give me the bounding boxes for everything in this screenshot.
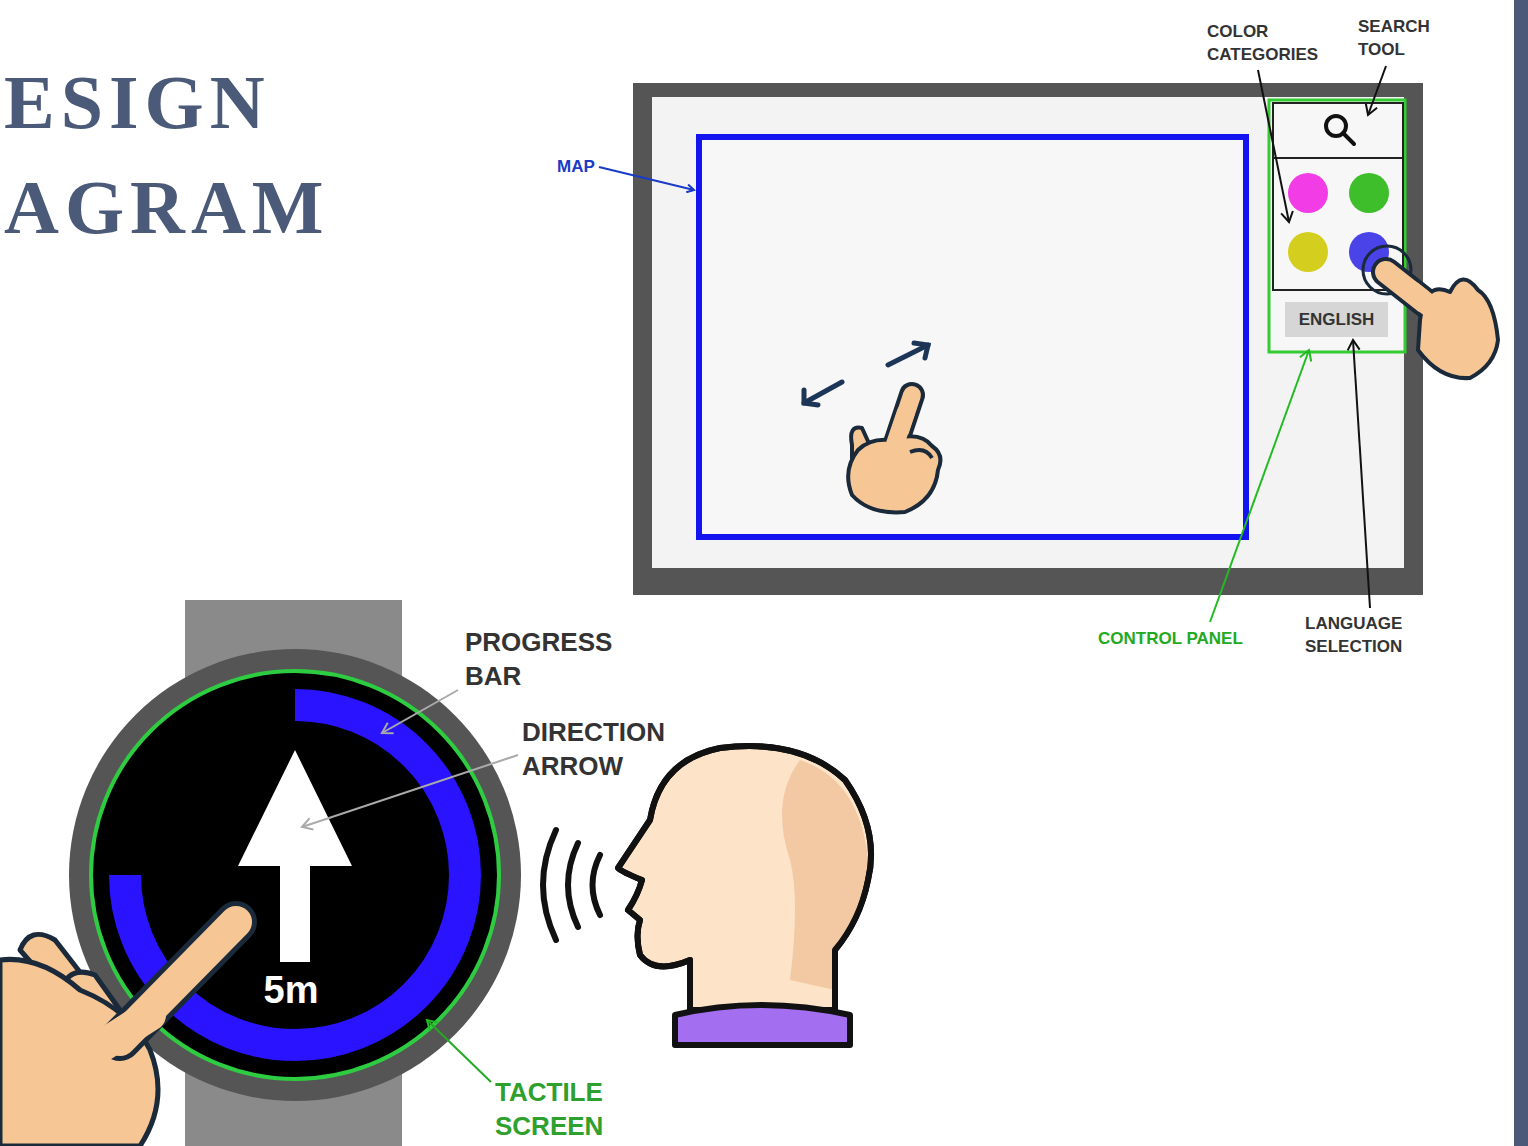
callout-label: COLOR CATEGORIES [1207,20,1342,66]
callout-label: SEARCH TOOL [1358,15,1448,61]
hand-icon [1386,272,1498,378]
node-text: ENGLISH [1299,310,1375,330]
speaking-head [543,746,871,1045]
leader-line [1258,70,1289,222]
distance-readout: 5m [245,962,337,1018]
map-label: MAP [557,155,617,178]
search-icon [1343,133,1354,144]
color-dot [1288,173,1328,213]
callout-label: LANGUAGE SELECTION [1305,612,1435,658]
color-dot [1288,232,1328,272]
panel-divider [1273,157,1403,159]
page-title: ESIGN AGRAM [4,50,344,260]
leader-line [302,755,518,827]
leader-line [599,167,694,190]
color-dot [1349,173,1389,213]
edge-bar [1514,0,1528,1146]
callout-label: DIRECTION ARROW [522,715,707,783]
control-panel [1269,100,1405,352]
swipe-arrows [804,343,928,405]
watch-bezel [69,649,521,1101]
kiosk-frame [633,83,1423,595]
hand-icon [0,922,236,1146]
callout-label: TACTILE SCREEN [495,1075,645,1143]
callout-label: PROGRESS BAR [465,625,640,693]
map-area [699,137,1246,537]
leader-line [382,690,458,733]
node-text: 5m [264,969,319,1012]
hand-icon [848,395,940,512]
leader-line [1368,66,1386,115]
kiosk-screen [652,97,1404,568]
language-button: ENGLISH [1285,302,1388,337]
callout-label: CONTROL PANEL [1098,627,1288,650]
leader-line [1353,340,1370,608]
leader-line [1210,350,1309,622]
leader-line [427,1020,491,1082]
